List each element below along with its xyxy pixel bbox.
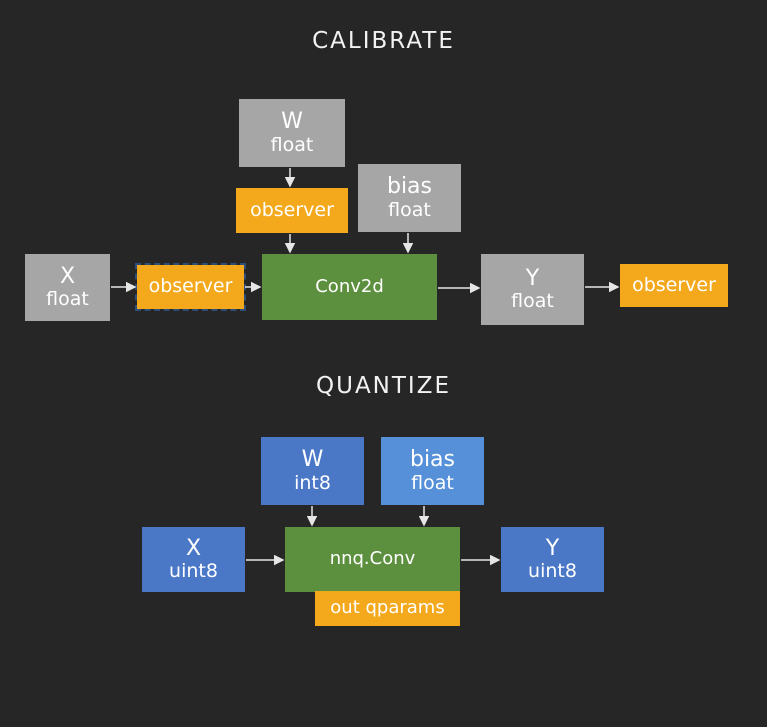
calibrate-output-dtype: float <box>511 290 554 313</box>
quantize-out-qparams: out qparams <box>315 591 460 626</box>
calibrate-input-observer: observer <box>135 263 246 311</box>
calibrate-weight-observer: observer <box>236 188 348 233</box>
calibrate-weight-box: W float <box>239 99 345 167</box>
calibrate-weight-name: W <box>281 109 303 135</box>
calibrate-output-name: Y <box>525 265 540 291</box>
calibrate-weight-dtype: float <box>270 133 314 156</box>
quantize-output-dtype: uint8 <box>528 560 577 583</box>
calibrate-conv2d-op: Conv2d <box>262 254 437 320</box>
calibrate-bias-name: bias <box>386 174 433 200</box>
calibrate-bias-dtype: float <box>388 198 431 221</box>
quantize-input-box: X uint8 <box>142 527 245 592</box>
calibrate-title: CALIBRATE <box>312 28 455 54</box>
quantize-conv-op: nnq.Conv <box>285 527 460 592</box>
calibrate-input-box: X float <box>25 254 110 321</box>
calibrate-output-box: Y float <box>481 254 584 325</box>
quantize-bias-dtype: float <box>411 471 454 494</box>
quantize-weight-dtype: int8 <box>294 471 331 494</box>
calibrate-input-dtype: float <box>46 288 89 311</box>
calibrate-output-observer: observer <box>620 264 728 307</box>
quantize-output-name: Y <box>545 535 560 561</box>
calibrate-bias-box: bias float <box>358 164 461 232</box>
quantize-title: QUANTIZE <box>316 373 451 399</box>
quantize-output-box: Y uint8 <box>501 527 604 592</box>
quantize-weight-name: W <box>301 447 324 473</box>
calibrate-input-name: X <box>59 263 76 289</box>
quantize-input-dtype: uint8 <box>169 560 218 583</box>
quantize-bias-name: bias <box>409 447 456 473</box>
quantize-bias-box: bias float <box>381 437 484 505</box>
quantize-input-name: X <box>185 535 202 561</box>
quantize-weight-box: W int8 <box>261 437 364 505</box>
